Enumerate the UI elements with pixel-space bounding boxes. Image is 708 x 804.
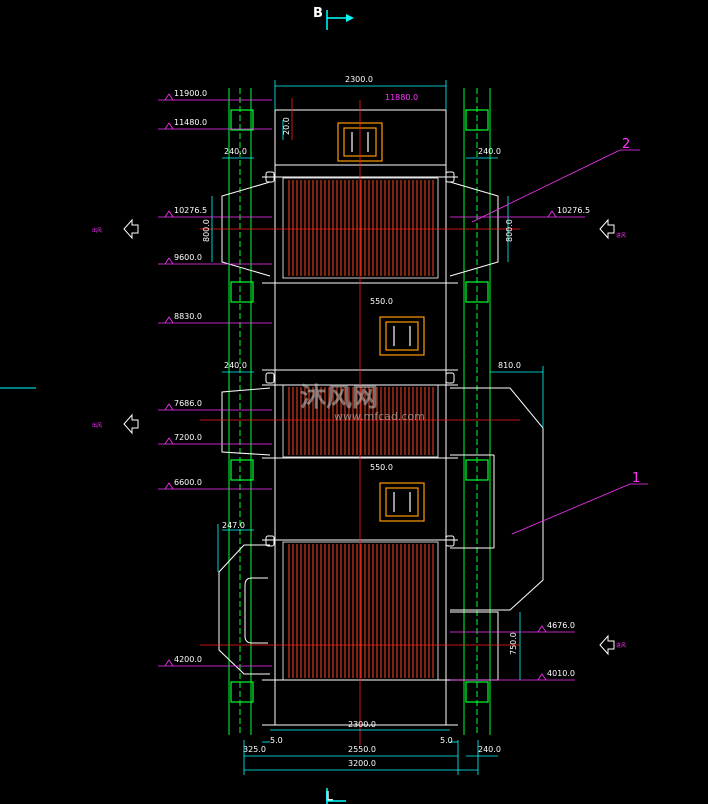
column-brackets [230, 109, 489, 703]
callout-1: 1 [511, 471, 648, 535]
dim-box-low: 550.0 [370, 463, 393, 472]
section-label-top: B [313, 6, 323, 21]
tube-bundle-bottom [282, 541, 439, 681]
level-4010: 4010.0 [547, 669, 575, 678]
dim-inner-width: 2550.0 [348, 745, 376, 754]
level-9600: 9600.0 [174, 253, 202, 262]
elevation-markers-left [158, 93, 272, 667]
svg-text:出风: 出风 [92, 422, 102, 429]
callout-2: 2 [471, 137, 640, 223]
dim-duct-left: 800.0 [202, 219, 211, 242]
svg-text:进风: 进风 [616, 232, 626, 239]
dim-box-mid: 550.0 [370, 297, 393, 306]
callout-label-1: 1 [632, 471, 640, 486]
level-10276-right: 10276.5 [557, 206, 590, 215]
dim-top-offset: 20.0 [282, 117, 291, 135]
level-7686: 7686.0 [174, 399, 202, 408]
dim-duct-low: 750.0 [509, 632, 518, 655]
level-11480: 11480.0 [174, 118, 207, 127]
dim-top-width: 2300.0 [345, 75, 373, 84]
dim-total-width: 3200.0 [348, 759, 376, 768]
watermark-brand: 沐风网 [300, 383, 378, 413]
level-10276-left: 10276.5 [174, 206, 207, 215]
dim-top-level: 11880.0 [385, 93, 418, 102]
dim-gap-right: 5.0 [440, 736, 453, 745]
tube-bundle-middle [282, 384, 439, 458]
dim-protrude: 810.0 [498, 361, 521, 370]
dim-left-edge: 325.0 [243, 745, 266, 754]
level-6600: 6600.0 [174, 478, 202, 487]
dimension-texts: 2300.0 11880.0 20.0 240.0 240.0 800.0 80… [202, 75, 521, 768]
level-4676: 4676.0 [547, 621, 575, 630]
section-mark-top: B [313, 6, 354, 30]
flow-arrow-in-top: 进风 [599, 218, 626, 240]
dim-col-right: 240.0 [478, 147, 501, 156]
dim-col-right-bottom: 240.0 [478, 745, 501, 754]
steel-columns [228, 88, 491, 735]
level-8830: 8830.0 [174, 312, 202, 321]
level-11900: 11900.0 [174, 89, 207, 98]
elevation-texts-left: 11900.0 11480.0 10276.5 9600.0 8830.0 76… [174, 89, 207, 664]
callout-label-2: 2 [622, 137, 630, 152]
tube-bundle-top [282, 177, 439, 279]
flow-arrow-out-mid: 出风 [92, 413, 139, 435]
svg-text:进风: 进风 [616, 642, 626, 649]
access-box-bottom [379, 482, 425, 522]
dim-duct-right: 800.0 [505, 219, 514, 242]
level-4200: 4200.0 [174, 655, 202, 664]
dim-col-left-low: 247.0 [222, 521, 245, 530]
watermark: 沐风网 www.mfcad.com [300, 383, 425, 423]
watermark-url: www.mfcad.com [334, 410, 425, 423]
level-7200: 7200.0 [174, 433, 202, 442]
dim-gap-left: 5.0 [270, 736, 283, 745]
elevation-texts-right: 10276.5 4676.0 4010.0 [547, 206, 590, 678]
elevation-markers-right [450, 210, 585, 681]
dim-col-left-mid: 240.0 [224, 361, 247, 370]
dimension-lines [211, 80, 544, 775]
dim-bottom-width: 2300.0 [348, 720, 376, 729]
svg-text:出风: 出风 [92, 227, 102, 234]
center-lines [200, 98, 520, 745]
section-label-bottom: L [325, 790, 333, 804]
section-mark-bottom: L [325, 788, 346, 804]
flow-arrow-out-top: 出风 [92, 218, 139, 240]
access-box-middle [379, 316, 425, 356]
flow-arrow-in-low: 进风 [599, 634, 626, 656]
dim-col-left: 240.0 [224, 147, 247, 156]
